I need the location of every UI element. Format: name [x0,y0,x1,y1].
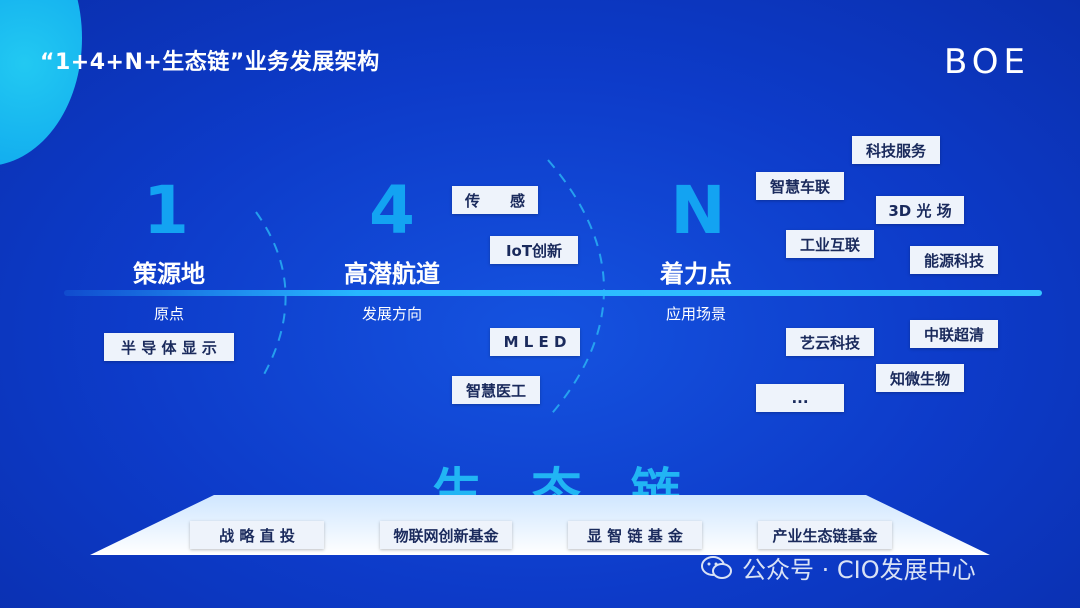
watermark: 公众号 · CIO发展中心 [700,550,976,585]
stage-3-number: N [670,172,726,249]
stage-3-sub: 应用场景 [665,305,726,323]
application-box: ... [756,384,844,412]
slide-title: “1+4+N+生态链”业务发展架构 [40,50,380,75]
application-box: 知微生物 [876,364,964,392]
application-box: 工业互联 [786,230,874,258]
timeline-axis [64,290,1042,296]
stage-2-sub: 发展方向 [361,305,422,323]
stage-1-name: 策源地 [133,260,205,288]
channel-box: M L E D [490,328,580,356]
channel-box: IoT创新 [490,236,578,264]
channel-box: 传 感 [452,186,538,214]
ecosystem-item: 显 智 链 基 金 [568,521,702,549]
stage-1-sub: 原点 [153,305,184,323]
application-box: 中联超清 [910,320,998,348]
stage-1-number: 1 [143,172,189,249]
stage-3-name: 着力点 [660,260,732,288]
ecosystem-item: 产业生态链基金 [758,521,892,549]
boe-logo: BOE [944,42,1030,82]
application-box: 科技服务 [852,136,940,164]
channel-box: 智慧医工 [452,376,540,404]
ecosystem-item: 战 略 直 投 [190,521,324,549]
stage-2-number: 4 [369,172,415,249]
watermark-text: 公众号 · CIO发展中心 [742,556,976,584]
ecosystem-item: 物联网创新基金 [380,521,512,549]
origin-box: 半 导 体 显 示 [104,333,234,361]
application-box: 艺云科技 [786,328,874,356]
stage-2-name: 高潜航道 [344,260,440,288]
application-box: 智慧车联 [756,172,844,200]
application-box: 能源科技 [910,246,998,274]
application-box: 3D 光 场 [876,196,964,224]
wechat-icon [701,555,732,579]
